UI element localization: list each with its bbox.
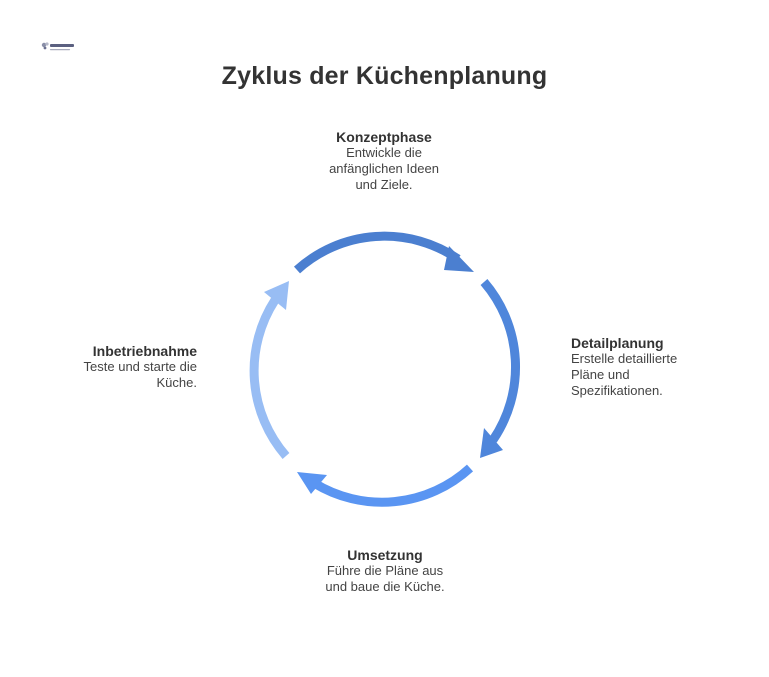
arrowhead-bottom [297,472,327,494]
diagram-title: Zyklus der Küchenplanung [221,62,548,90]
step-title: Konzeptphase [336,129,432,145]
arc-top [293,231,461,274]
step-description: Führe die Pläne aus und baue die Küche. [325,563,445,594]
step-title: Inbetriebnahme [92,343,197,359]
step-title: Umsetzung [347,547,423,563]
step-umsetzung: Umsetzung Führe die Pläne aus und baue d… [300,547,470,595]
step-detailplanung: Detailplanung Erstelle detaillierte Plän… [571,335,751,399]
step-konzeptphase: Konzeptphase Entwickle die anfänglichen … [304,129,464,193]
step-description: Entwickle die anfänglichen Ideen und Zie… [329,145,439,192]
arrowhead-top [444,246,474,272]
brand-logo-icon [41,42,74,51]
arc-left [249,297,290,459]
arc-right [480,279,521,443]
brand-logo [41,40,77,52]
step-inbetriebnahme: Inbetriebnahme Teste und starte die Küch… [40,343,197,391]
arrowhead-right [480,428,503,458]
arc-bottom [311,464,474,507]
step-description: Teste und starte die Küche. [83,359,197,390]
step-title: Detailplanung [571,335,664,351]
arrowhead-left [264,281,289,310]
step-description: Erstelle detaillierte Pläne und Spezifik… [571,351,678,398]
